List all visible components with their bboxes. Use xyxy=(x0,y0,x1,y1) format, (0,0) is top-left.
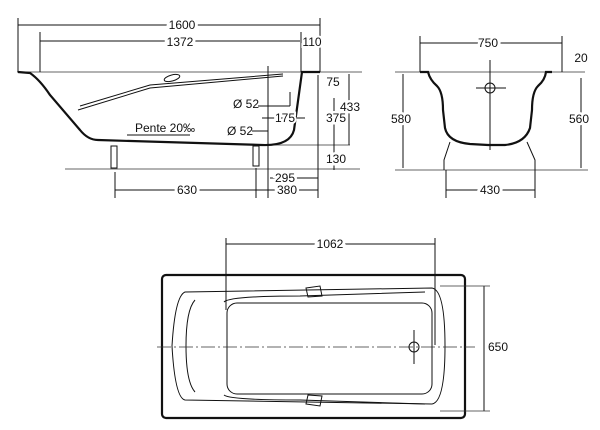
plan-outer-rim xyxy=(160,273,467,420)
leg xyxy=(252,145,260,167)
plan-view: 1062 650 xyxy=(157,234,511,420)
dim-leg-spacing-end: 430 xyxy=(480,183,500,197)
plan-handles xyxy=(305,285,323,407)
dim-overall-length: 1600 xyxy=(169,18,196,32)
dim-leg-spacing: 630 xyxy=(177,183,197,197)
dim-body-height: 560 xyxy=(569,112,589,126)
end-tub-outline xyxy=(420,70,552,147)
dim-width: 750 xyxy=(478,36,498,50)
dim-rim-offset: 110 xyxy=(302,35,321,49)
dim-drain-to-end: 295 xyxy=(275,171,295,185)
side-tub-outline xyxy=(17,70,320,147)
dim-plan-width: 650 xyxy=(488,340,508,354)
plan-basin xyxy=(226,302,433,395)
dim-overflow-depth: 75 xyxy=(326,75,340,89)
end-legs xyxy=(443,141,536,170)
dim-leg-to-end: 380 xyxy=(277,183,297,197)
dim-inner-length: 1372 xyxy=(167,35,194,49)
handle-icon xyxy=(163,73,181,83)
dim-overflow-height: 375 xyxy=(326,111,346,125)
dim-rim-thickness: 20 xyxy=(574,51,588,65)
slope-label: Pente 20‰ xyxy=(135,121,195,135)
dim-overflow-to-end: 175 xyxy=(275,111,295,125)
dim-base-height: 130 xyxy=(326,152,346,166)
side-view: 1600 1372 110 75 Ø 52 433 175 375 Pente … xyxy=(17,15,363,200)
dim-total-height: 580 xyxy=(391,112,411,126)
leg xyxy=(110,145,118,169)
side-grab-rail xyxy=(77,75,284,111)
dim-overflow-diameter: Ø 52 xyxy=(233,97,259,111)
dim-basin-length: 1062 xyxy=(317,237,344,251)
dim-drain-diameter: Ø 52 xyxy=(227,124,253,138)
dim-inner-depth: 433 xyxy=(340,100,360,114)
end-view: 750 20 580 560 430 xyxy=(388,33,591,200)
